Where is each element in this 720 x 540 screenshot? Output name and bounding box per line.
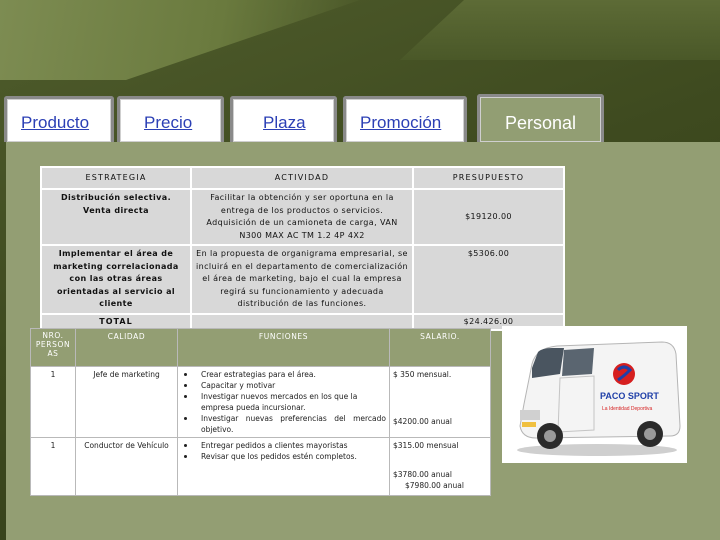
table-row: 1 Conductor de Vehículo Entregar pedidos…: [30, 437, 491, 496]
count-cell: 1: [30, 437, 76, 496]
activity-cell: En la propuesta de organigrama empresari…: [190, 244, 414, 315]
function-item: Capacitar y motivar: [181, 380, 386, 391]
functions-cell: Entregar pedidos a clientes mayoristas R…: [177, 437, 390, 496]
column-header: SALARIO.: [389, 328, 491, 367]
tab-label[interactable]: Precio: [144, 113, 193, 132]
tab-personal[interactable]: Personal: [477, 94, 604, 142]
tab-label[interactable]: Producto: [21, 113, 90, 132]
column-header: ESTRATEGIA: [40, 166, 192, 190]
function-item: Crear estrategias para el área.: [181, 369, 386, 380]
function-item: Investigar nuevas preferencias del merca…: [181, 413, 386, 435]
tab-producto[interactable]: Producto: [4, 96, 114, 142]
tab-precio[interactable]: Precio: [117, 96, 224, 142]
van-logo-text: PACO SPORT: [600, 391, 659, 401]
decorative-corner-shape: [0, 0, 360, 80]
table-header-row: ESTRATEGIA ACTIVIDAD PRESUPUESTO: [40, 166, 565, 190]
functions-cell: Crear estrategias para el área. Capacita…: [177, 366, 390, 438]
column-header: PRESUPUESTO: [412, 166, 565, 190]
tab-promocion[interactable]: Promoción: [343, 96, 467, 142]
column-header: CALIDAD: [75, 328, 178, 367]
table-header-row: NRO. PERSON AS CALIDAD FUNCIONES SALARIO…: [30, 328, 491, 367]
personnel-table: NRO. PERSON AS CALIDAD FUNCIONES SALARIO…: [30, 328, 491, 496]
salary-annual: $4200.00 anual: [393, 417, 452, 426]
strategy-cell: Implementar el área de marketing correla…: [40, 244, 192, 315]
salary-monthly: $ 350 mensual.: [393, 370, 452, 379]
table-row: Implementar el área de marketing correla…: [40, 244, 565, 315]
count-cell: 1: [30, 366, 76, 438]
salary-cell: $315.00 mensual $3780.00 anual $7980.00 …: [389, 437, 491, 496]
van-slogan: La Identidad Deportiva: [602, 406, 653, 412]
column-header: ACTIVIDAD: [190, 166, 414, 190]
van-image: PACO SPORT La Identidad Deportiva: [502, 326, 687, 463]
strategy-table: ESTRATEGIA ACTIVIDAD PRESUPUESTO Distrib…: [40, 166, 565, 331]
salary-grand-total: $7980.00 anual: [405, 481, 464, 490]
tab-label: Personal: [504, 113, 577, 133]
budget-cell: $5306.00: [412, 244, 565, 315]
tab-plaza[interactable]: Plaza: [230, 96, 337, 142]
role-cell: Conductor de Vehículo: [75, 437, 178, 496]
function-item: Investigar nuevos mercados en los que la…: [181, 391, 386, 413]
van-illustration: PACO SPORT La Identidad Deportiva: [517, 341, 681, 456]
tab-label[interactable]: Promoción: [360, 113, 442, 132]
column-header: NRO. PERSON AS: [30, 328, 76, 367]
budget-cell: $19120.00: [412, 188, 565, 246]
function-item: Entregar pedidos a clientes mayoristas: [181, 440, 386, 451]
table-row: 1 Jefe de marketing Crear estrategias pa…: [30, 366, 491, 438]
salary-annual: $3780.00 anual: [393, 470, 452, 479]
table-row: Distribución selectiva. Venta directa Fa…: [40, 188, 565, 246]
role-cell: Jefe de marketing: [75, 366, 178, 438]
column-header: FUNCIONES: [177, 328, 390, 367]
decorative-header-band: [400, 0, 720, 60]
strategy-cell: Distribución selectiva. Venta directa: [40, 188, 192, 246]
salary-monthly: $315.00 mensual: [393, 441, 459, 450]
function-item: Revisar que los pedidos estén completos.: [181, 451, 386, 462]
activity-cell: Facilitar la obtención y ser oportuna en…: [190, 188, 414, 246]
salary-cell: $ 350 mensual. $4200.00 anual: [389, 366, 491, 438]
tab-label[interactable]: Plaza: [263, 113, 306, 132]
